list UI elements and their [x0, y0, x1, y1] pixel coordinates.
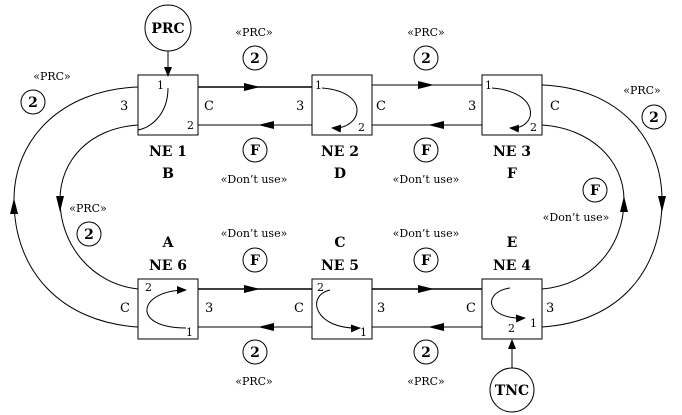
- ne1-port-1: 1: [157, 79, 164, 92]
- arrow-ne1-ne2-upper: [244, 83, 260, 91]
- ne3-name: NE 3: [493, 144, 531, 160]
- badge-left-outer: [20, 89, 46, 115]
- ne2-internal-arrow: [321, 87, 358, 133]
- loop-right-inner: [541, 124, 625, 290]
- badge-left-inner: [76, 221, 102, 247]
- arrow-ne5-ne4-upper: [418, 285, 434, 293]
- ne6-port-1: 1: [186, 326, 193, 339]
- ne5-port-2: 2: [317, 281, 324, 294]
- arrow-left-inner: [56, 196, 64, 212]
- prc-label-ne1-ne2: «PRC»: [235, 26, 273, 39]
- arrow-ne5-ne4-lower: [428, 323, 444, 331]
- badge-ne5-ne4-f-text: F: [421, 253, 431, 269]
- prc-source-label: PRC: [151, 21, 184, 37]
- prc-label-ne6-ne5: «PRC»: [235, 375, 273, 388]
- ne5-port-3: 3: [377, 301, 385, 316]
- badge-ne5-ne4-bottom: [413, 339, 439, 365]
- ne4-name: NE 4: [493, 258, 531, 274]
- badge-right-outer-text: 2: [649, 110, 659, 126]
- ne1-port-3: 3: [120, 99, 128, 114]
- ne2-box: [311, 74, 373, 136]
- badge-ne6-ne5-f-text: F: [250, 253, 260, 269]
- ne6-internal-arrow: [146, 286, 187, 329]
- ne3-box: [481, 74, 543, 136]
- ne3-port-1: 1: [485, 79, 492, 92]
- ne3-station: F: [507, 166, 517, 182]
- ne6-name: NE 6: [149, 258, 187, 274]
- badge-ne2-ne3-top-text: 2: [421, 51, 431, 67]
- ne4-internal-arrow: [491, 287, 526, 323]
- ne5-port-c: C: [294, 301, 304, 316]
- prc-label-left-inner: «PRC»: [69, 202, 107, 215]
- badge-right-inner-f: [582, 177, 608, 203]
- ne6-station: A: [162, 235, 175, 251]
- ne5-internal-arrow: [316, 289, 361, 333]
- badge-ne2-ne3-top: [413, 45, 439, 71]
- badge-ne6-ne5-f: [242, 247, 268, 273]
- badge-ne5-ne4-bottom-text: 2: [421, 345, 431, 361]
- ne2-station: D: [334, 166, 346, 182]
- badge-ne1-ne2-f: [242, 137, 268, 163]
- prc-label-left-outer: «PRC»: [33, 70, 71, 83]
- ne6-port-3: 3: [205, 301, 213, 316]
- badge-left-inner-text: 2: [84, 227, 94, 243]
- badge-left-outer-text: 2: [28, 95, 38, 111]
- ne4-port-1: 1: [530, 317, 537, 330]
- ne1-internal-path: [137, 87, 169, 131]
- badge-ne1-ne2-f-text: F: [250, 143, 260, 159]
- dontuse-label-right-inner: «Don’t use»: [543, 211, 610, 224]
- ne1-port-2: 2: [187, 119, 194, 132]
- ne2-port-2: 2: [358, 121, 365, 134]
- badge-ne2-ne3-f: [413, 137, 439, 163]
- arrow-ne6-ne5-upper: [244, 285, 260, 293]
- arrow-ne6-ne5-lower: [258, 323, 274, 331]
- arrow-right-inner: [620, 196, 628, 212]
- arrow-ne2-ne3-upper: [418, 81, 434, 89]
- prc-label-ne5-ne4: «PRC»: [407, 375, 445, 388]
- ne4-port-3: 3: [546, 301, 554, 316]
- prc-label-right-outer: «PRC»: [623, 84, 661, 97]
- ne4-port-2: 2: [508, 322, 515, 335]
- arrow-right-outer: [658, 196, 666, 212]
- ne2-name: NE 2: [321, 144, 359, 160]
- ne5-box: [311, 278, 373, 340]
- badge-ne6-ne5-bottom: [242, 339, 268, 365]
- ne4-station: E: [507, 235, 518, 251]
- badge-ne2-ne3-f-text: F: [421, 143, 431, 159]
- dontuse-label-ne2-ne3: «Don’t use»: [393, 173, 460, 186]
- loop-right-outer: [541, 84, 663, 328]
- prc-label-ne2-ne3: «PRC»: [407, 26, 445, 39]
- ne3-port-3: 3: [468, 99, 476, 114]
- ne1-station: B: [162, 166, 174, 182]
- dontuse-label-ne6-ne5: «Don’t use»: [221, 227, 288, 240]
- ne6-box: [137, 278, 199, 340]
- arrow-ne2-ne3-lower: [428, 121, 444, 129]
- ne1-port-c: C: [204, 99, 214, 114]
- badge-right-inner-f-text: F: [590, 183, 600, 199]
- ne5-station: C: [334, 235, 345, 251]
- badge-ne1-ne2-top: [242, 45, 268, 71]
- ne4-port-c: C: [466, 301, 476, 316]
- tnc-source-label: TNC: [495, 383, 529, 399]
- ne6-port-c: C: [120, 301, 130, 316]
- ne3-port-c: C: [550, 99, 560, 114]
- badge-right-outer: [641, 104, 667, 130]
- arrow-left-outer: [10, 198, 18, 214]
- dontuse-label-ne1-ne2: «Don’t use»: [221, 173, 288, 186]
- ne2-port-1: 1: [315, 79, 322, 92]
- badge-ne6-ne5-bottom-text: 2: [250, 345, 260, 361]
- arrow-ne1-ne2-lower: [258, 121, 274, 129]
- ne3-internal-arrow: [491, 87, 531, 133]
- badge-ne1-ne2-top-text: 2: [250, 51, 260, 67]
- ne6-port-2: 2: [145, 281, 152, 294]
- ne5-port-1: 1: [360, 326, 367, 339]
- ne5-name: NE 5: [321, 258, 359, 274]
- ne2-port-3: 3: [296, 99, 304, 114]
- dontuse-label-ne5-ne4: «Don’t use»: [393, 227, 460, 240]
- badge-ne5-ne4-f: [413, 247, 439, 273]
- ne1-name: NE 1: [149, 144, 187, 160]
- ne3-port-2: 2: [530, 121, 537, 134]
- ne2-port-c: C: [376, 99, 386, 114]
